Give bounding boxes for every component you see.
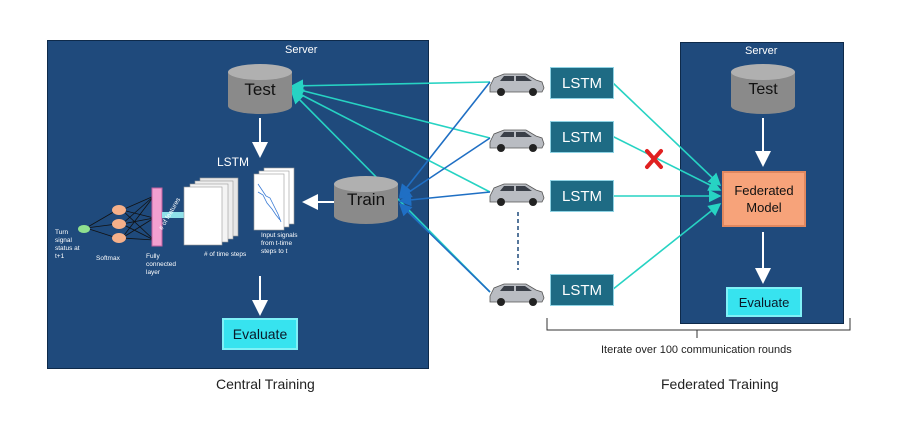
federated-evaluate-box: Evaluate xyxy=(726,287,802,317)
car2-to-train-arrow xyxy=(398,137,491,199)
output-node xyxy=(78,225,90,233)
car-icon xyxy=(489,283,545,306)
client-lstm-box-1: LSTM xyxy=(550,67,614,99)
fully-connected-label: Fully connected layer xyxy=(146,253,176,276)
central-evaluate-box: Evaluate xyxy=(222,318,298,350)
client-lstm-box-4: LSTM xyxy=(550,274,614,306)
car1-to-train-arrow xyxy=(399,81,491,198)
input-signals-label: Input signals from t-time steps to t xyxy=(261,232,298,255)
failed-connection-cross-icon xyxy=(645,149,663,169)
rounds-bracket xyxy=(546,318,851,331)
lstm4-to-fedmodel-arrow xyxy=(611,203,722,291)
client-lstm-box-2: LSTM xyxy=(550,121,614,153)
turn-signal-label: Turn signal status at t+1 xyxy=(55,229,80,260)
federated-training-caption: Federated Training xyxy=(661,376,779,392)
car3-to-train-arrow xyxy=(398,191,491,207)
lstm1-to-fedmodel-arrow xyxy=(611,81,722,187)
time-steps-label: # of time steps xyxy=(204,251,247,258)
neural-network-diagram xyxy=(78,167,295,247)
central-test-database-icon xyxy=(228,64,292,114)
car-icon xyxy=(489,129,545,152)
car4-to-train-arrow xyxy=(398,202,491,293)
fully-connected-layer xyxy=(151,187,163,247)
car2-to-test-arrow xyxy=(290,84,491,139)
central-train-label: Train xyxy=(346,190,386,209)
federated-test-label: Test xyxy=(748,81,778,98)
softmax-label: Softmax xyxy=(96,255,120,262)
client-lstm-box-3: LSTM xyxy=(550,180,614,212)
central-test-label: Test xyxy=(244,80,276,99)
federated-server-label: Server xyxy=(745,45,778,57)
input-signals-stack xyxy=(253,173,285,231)
central-train-database-icon xyxy=(334,176,398,224)
rounds-label: Iterate over 100 communication rounds xyxy=(601,344,792,356)
central-server-label: Server xyxy=(285,44,318,56)
car3-to-test-arrow xyxy=(290,89,491,193)
lstm2-to-fedmodel-arrow xyxy=(611,135,722,191)
car-icon xyxy=(489,183,545,206)
central-training-caption: Central Training xyxy=(216,376,315,392)
feature-stack xyxy=(183,186,223,246)
car-icons xyxy=(489,73,545,306)
federated-test-database-icon xyxy=(731,64,795,114)
central-lstm-label: LSTM xyxy=(217,155,250,169)
federated-model-box: Federated Model xyxy=(722,171,806,227)
car-icon xyxy=(489,73,545,96)
car1-to-test-arrow xyxy=(290,79,491,93)
